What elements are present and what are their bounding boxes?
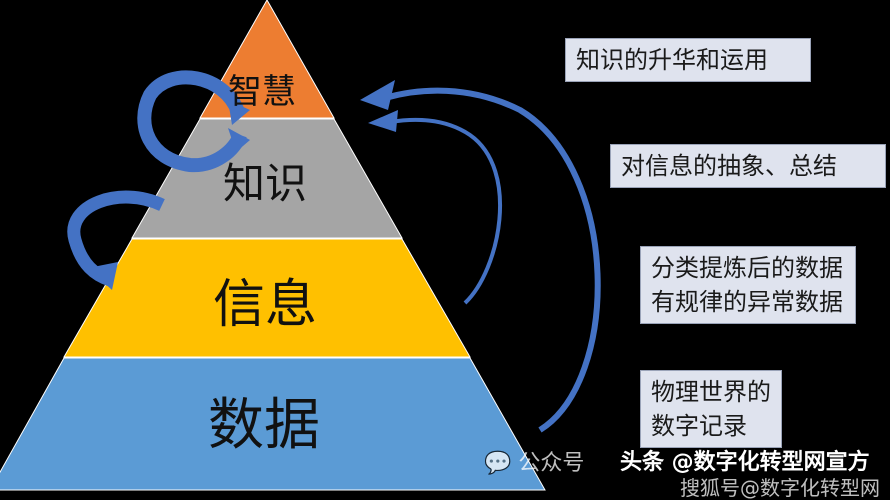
description-line: 对信息的抽象、总结 [621,152,837,180]
description-line: 分类提炼后的数据 [651,254,843,282]
level-label-wisdom: 智慧 [228,72,296,112]
pyramid-level-wisdom [199,0,335,119]
cycle-arrow [137,70,247,173]
pyramid-level-data [0,357,546,491]
description-knowledge: 对信息的抽象、总结 [610,144,886,188]
arrowhead-icon [228,100,250,125]
data-to-wisdom-arrow [384,87,601,433]
pyramid-level-information [63,238,471,358]
arrowhead-icon [360,80,395,110]
wechat-watermark-text: 公众号 [518,451,585,476]
description-line: 数字记录 [651,412,747,440]
sohu-watermark: 搜狐号@数字化转型网 [680,476,880,500]
description-data: 物理世界的 数字记录 [640,370,782,448]
wechat-watermark: 💬 公众号 [484,452,584,476]
level-label-information: 信息 [213,275,318,335]
arrowhead-icon [88,262,118,290]
description-wisdom: 知识的升华和运用 [565,38,811,82]
toutiao-watermark: 头条 @数字化转型网宣方 [620,450,870,475]
description-information: 分类提炼后的数据 有规律的异常数据 [640,246,856,324]
arrowhead-icon [228,128,250,152]
description-line: 知识的升华和运用 [576,46,768,74]
description-line: 有规律的异常数据 [651,288,843,316]
wechat-icon: 💬 [484,451,512,476]
arrowhead-icon [368,110,398,132]
information-to-knowledge-arrow [389,117,502,305]
level-label-data: 数据 [208,393,320,458]
level-label-knowledge: 知识 [223,159,308,208]
description-line: 物理世界的 [651,378,771,406]
